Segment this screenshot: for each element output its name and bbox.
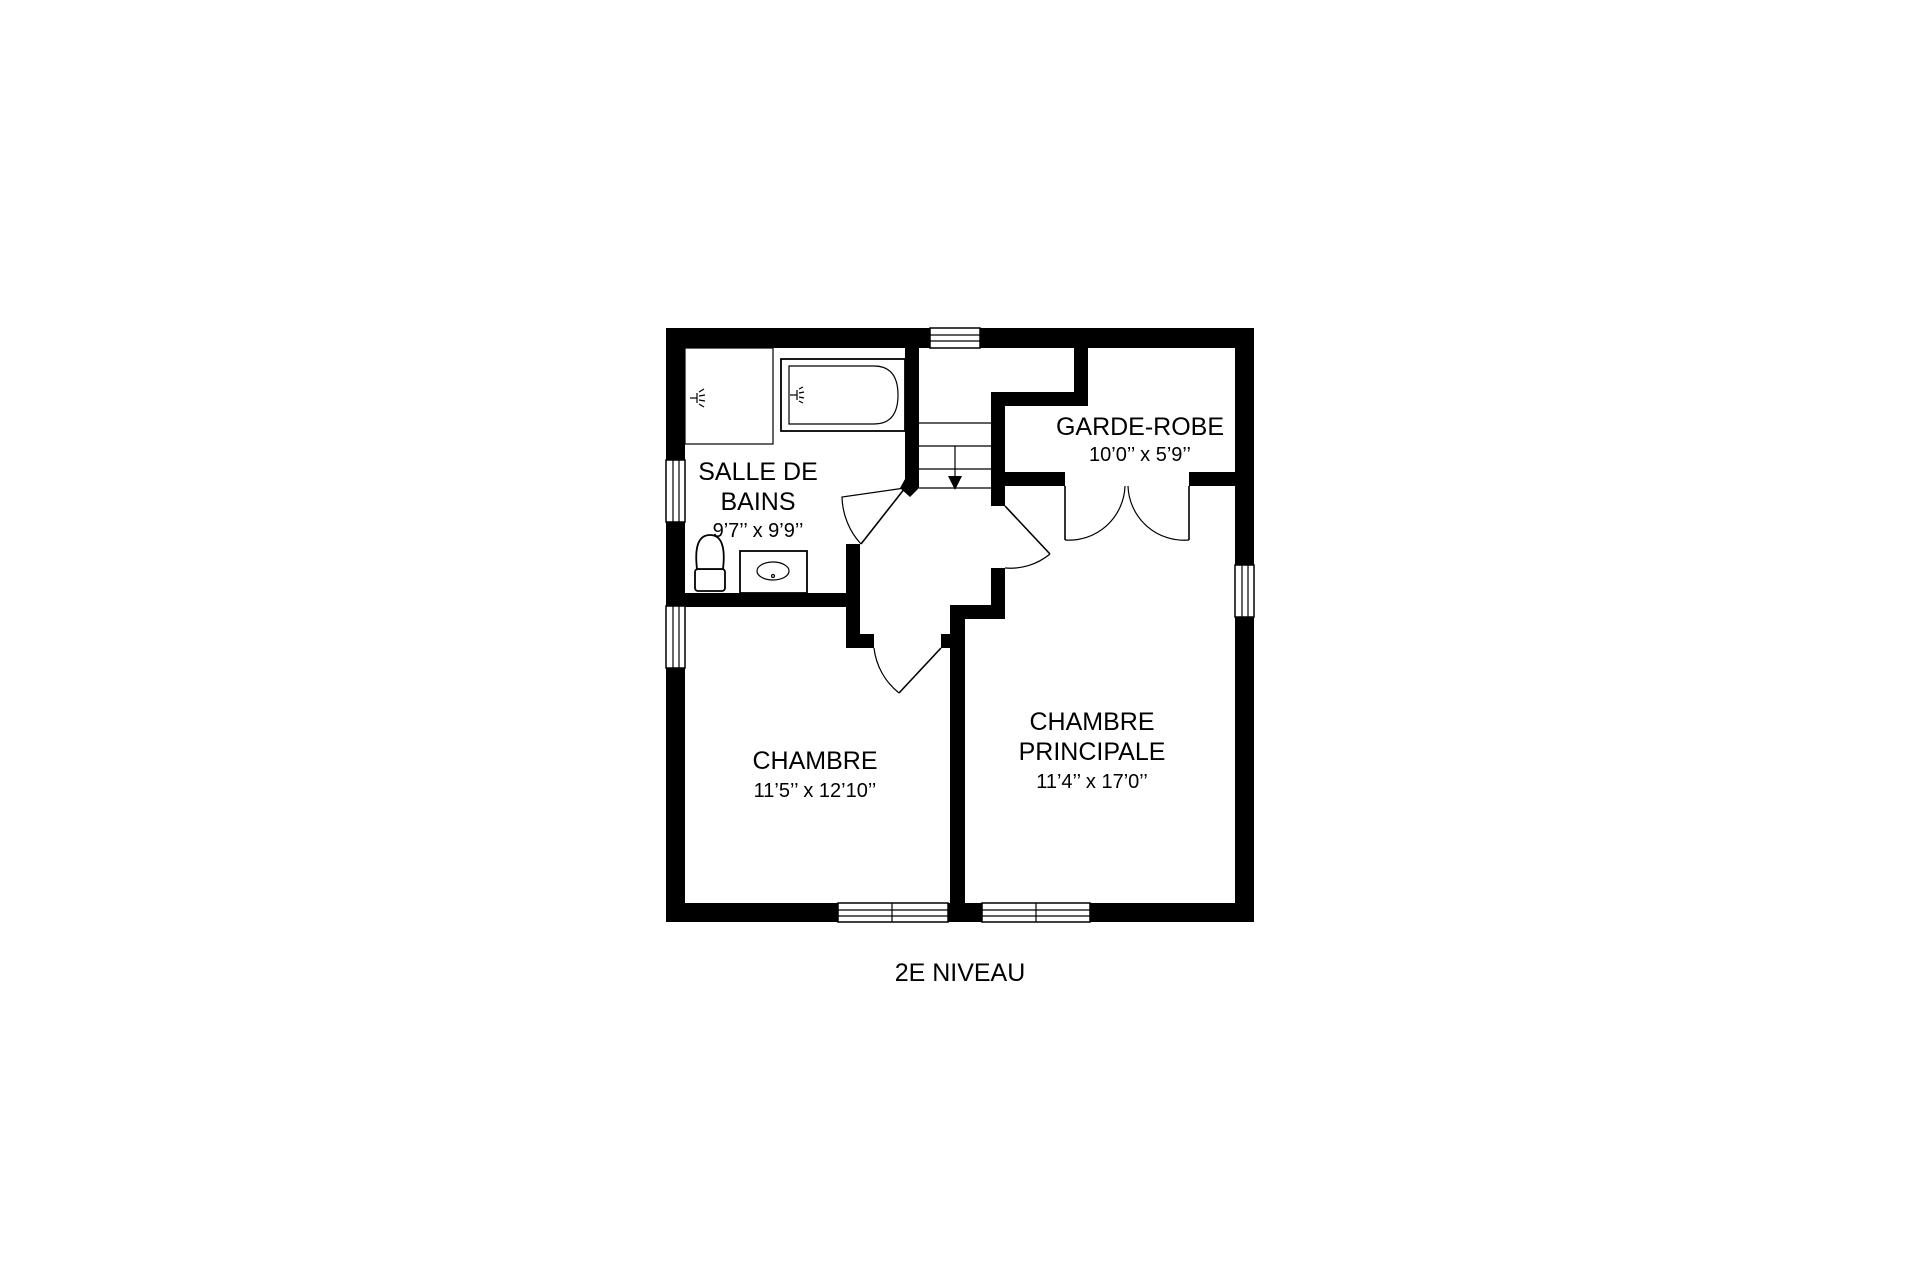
wall-between-bedrooms bbox=[950, 605, 965, 922]
window-bath-left bbox=[665, 459, 686, 523]
master-bedroom-name-line1: CHAMBRE bbox=[1029, 708, 1154, 736]
wall-bath-bedroom bbox=[666, 593, 860, 607]
shower-stall bbox=[684, 347, 774, 445]
master-bedroom-dimensions: 11’4’’ x 17’0’’ bbox=[1036, 771, 1148, 793]
stair-arrow-icon bbox=[948, 446, 962, 490]
room-labels: SALLE DE BAINS 9’7’’ x 9’9’’ GARDE-ROBE … bbox=[698, 413, 1224, 802]
window-bedroom-left bbox=[665, 605, 686, 669]
door-master bbox=[1004, 505, 1051, 569]
interior-walls bbox=[666, 328, 1254, 922]
wall-closet-step bbox=[991, 392, 1088, 406]
bathtub bbox=[780, 358, 906, 432]
bathroom-name-line1: SALLE DE bbox=[698, 458, 818, 486]
door-bedroom bbox=[873, 647, 942, 694]
bedroom-dimensions: 11’5’’ x 12’10’’ bbox=[754, 780, 877, 802]
wall-left-middle bbox=[666, 522, 685, 606]
wall-closet-post bbox=[1074, 345, 1088, 406]
bathroom-fixtures bbox=[684, 347, 906, 594]
shower-head-icon bbox=[690, 388, 706, 408]
wall-bottom-right bbox=[1090, 903, 1254, 922]
master-bedroom-name-line2: PRINCIPALE bbox=[1019, 738, 1166, 766]
window-master-bottom bbox=[981, 902, 1091, 923]
faucet-icon bbox=[790, 386, 805, 404]
wall-bath-stair bbox=[905, 328, 919, 488]
wall-right-lower bbox=[1235, 617, 1254, 922]
wall-bath-diagonal-top bbox=[900, 479, 919, 497]
floor-label: 2E NIVEAU bbox=[895, 959, 1026, 987]
closet-dimensions: 10’0’’ x 5’9’’ bbox=[1089, 444, 1191, 466]
window-master-right bbox=[1234, 564, 1255, 618]
wall-top-left bbox=[666, 328, 930, 348]
wall-closet-bottom-left bbox=[991, 472, 1065, 486]
wall-step-vertical bbox=[991, 568, 1005, 619]
wall-closet-bottom-right bbox=[1189, 472, 1254, 486]
wall-top-right bbox=[980, 328, 1254, 348]
toilet-icon bbox=[694, 534, 726, 592]
window-bedroom-bottom bbox=[837, 902, 949, 923]
doors bbox=[841, 485, 1190, 694]
windows bbox=[665, 327, 1255, 923]
bedroom-name: CHAMBRE bbox=[752, 747, 877, 775]
wall-bottom-left bbox=[666, 903, 838, 922]
stairs bbox=[919, 422, 991, 490]
wall-closet-left bbox=[991, 392, 1005, 492]
sink-icon bbox=[739, 550, 808, 594]
bathroom-name-line2: BAINS bbox=[720, 488, 795, 516]
wall-right-upper bbox=[1235, 328, 1254, 565]
door-bathroom bbox=[841, 487, 906, 545]
bathtub-basin bbox=[788, 365, 899, 425]
wall-left-upper bbox=[666, 328, 685, 460]
wall-hall-left-foot bbox=[846, 634, 874, 648]
window-top bbox=[929, 327, 981, 349]
wall-left-lower bbox=[666, 668, 685, 922]
bathroom-dimensions: 9’7’’ x 9’9’’ bbox=[713, 520, 804, 542]
door-closet-double bbox=[1064, 485, 1190, 541]
closet-name: GARDE-ROBE bbox=[1056, 413, 1224, 441]
